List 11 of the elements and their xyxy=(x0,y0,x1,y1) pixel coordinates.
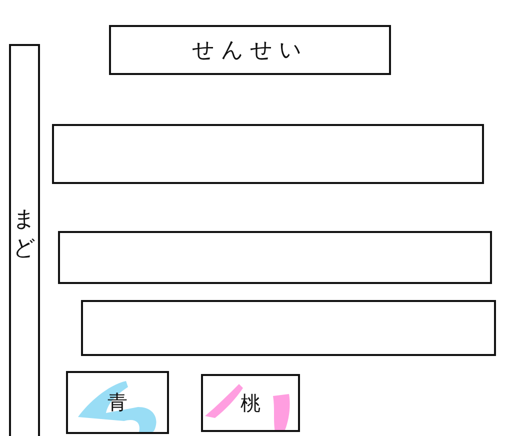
box-label: せんせい xyxy=(192,37,308,65)
label-box xyxy=(66,371,169,434)
label-box xyxy=(201,374,300,432)
label-box xyxy=(109,25,391,75)
box-label: 桃 xyxy=(240,390,260,416)
box-label: 青 xyxy=(108,389,128,416)
label-box xyxy=(9,44,40,436)
desk-row-box xyxy=(81,300,496,356)
desk-row-box xyxy=(58,231,492,284)
box-label: まど xyxy=(12,206,37,263)
desk-row-box xyxy=(52,124,484,184)
